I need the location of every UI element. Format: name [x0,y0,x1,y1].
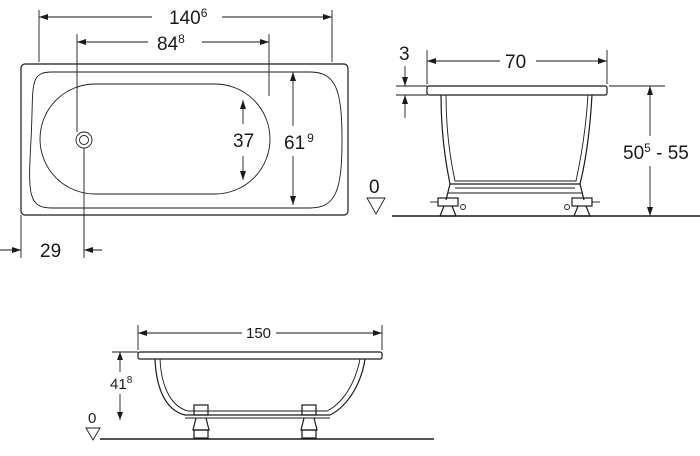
tub-legs-side [185,404,330,439]
dim-rim-thickness: 3 [396,44,427,118]
tub-basin-outline [29,71,343,209]
label-drain-offset: 29 [40,241,61,262]
leg-foot-left [437,197,459,207]
top-view: 1406 848 37 [0,6,349,262]
label-floor-level-end: 0 [369,177,380,198]
label-side-height: 418 [110,375,133,393]
tub-outline-top [20,63,349,216]
label-inner-length: 848 [157,32,185,55]
dim-side-length: 150 [137,325,383,350]
tub-legs-end [430,183,600,217]
tub-rim-side [137,351,383,360]
drain-icon [75,131,93,149]
dim-overall-length: 1406 [38,6,333,62]
tub-body-side [154,358,366,416]
dim-end-height: 505 - 55 [609,85,689,216]
tub-bottom-outline [39,83,271,195]
tub-inner-side [159,358,361,412]
tub-rim-end [426,85,608,96]
tub-body-end [440,94,593,185]
label-side-length: 150 [246,325,271,342]
label-rim-thickness: 3 [399,44,410,65]
label-end-width: 70 [505,52,526,73]
dim-end-width: 70 [426,50,608,84]
label-end-height: 505 - 55 [623,141,689,164]
leg-foot-right [571,197,593,207]
label-floor-level-side: 0 [88,410,96,427]
drain-inner-icon [79,135,89,145]
end-view: 0 70 [366,44,700,217]
dim-inner-width: 37 [233,100,254,180]
label-overall-length: 1406 [169,6,208,29]
floor-level-icon-side [85,427,101,441]
floor-level-icon [366,197,386,215]
dim-inner-length: 848 [76,32,270,132]
dim-drain-offset: 29 [0,148,102,262]
dim-side-height: 418 [110,351,138,420]
label-inner-width: 37 [233,131,254,152]
tub-inner-end [445,94,589,182]
side-view: 0 150 [85,325,434,441]
